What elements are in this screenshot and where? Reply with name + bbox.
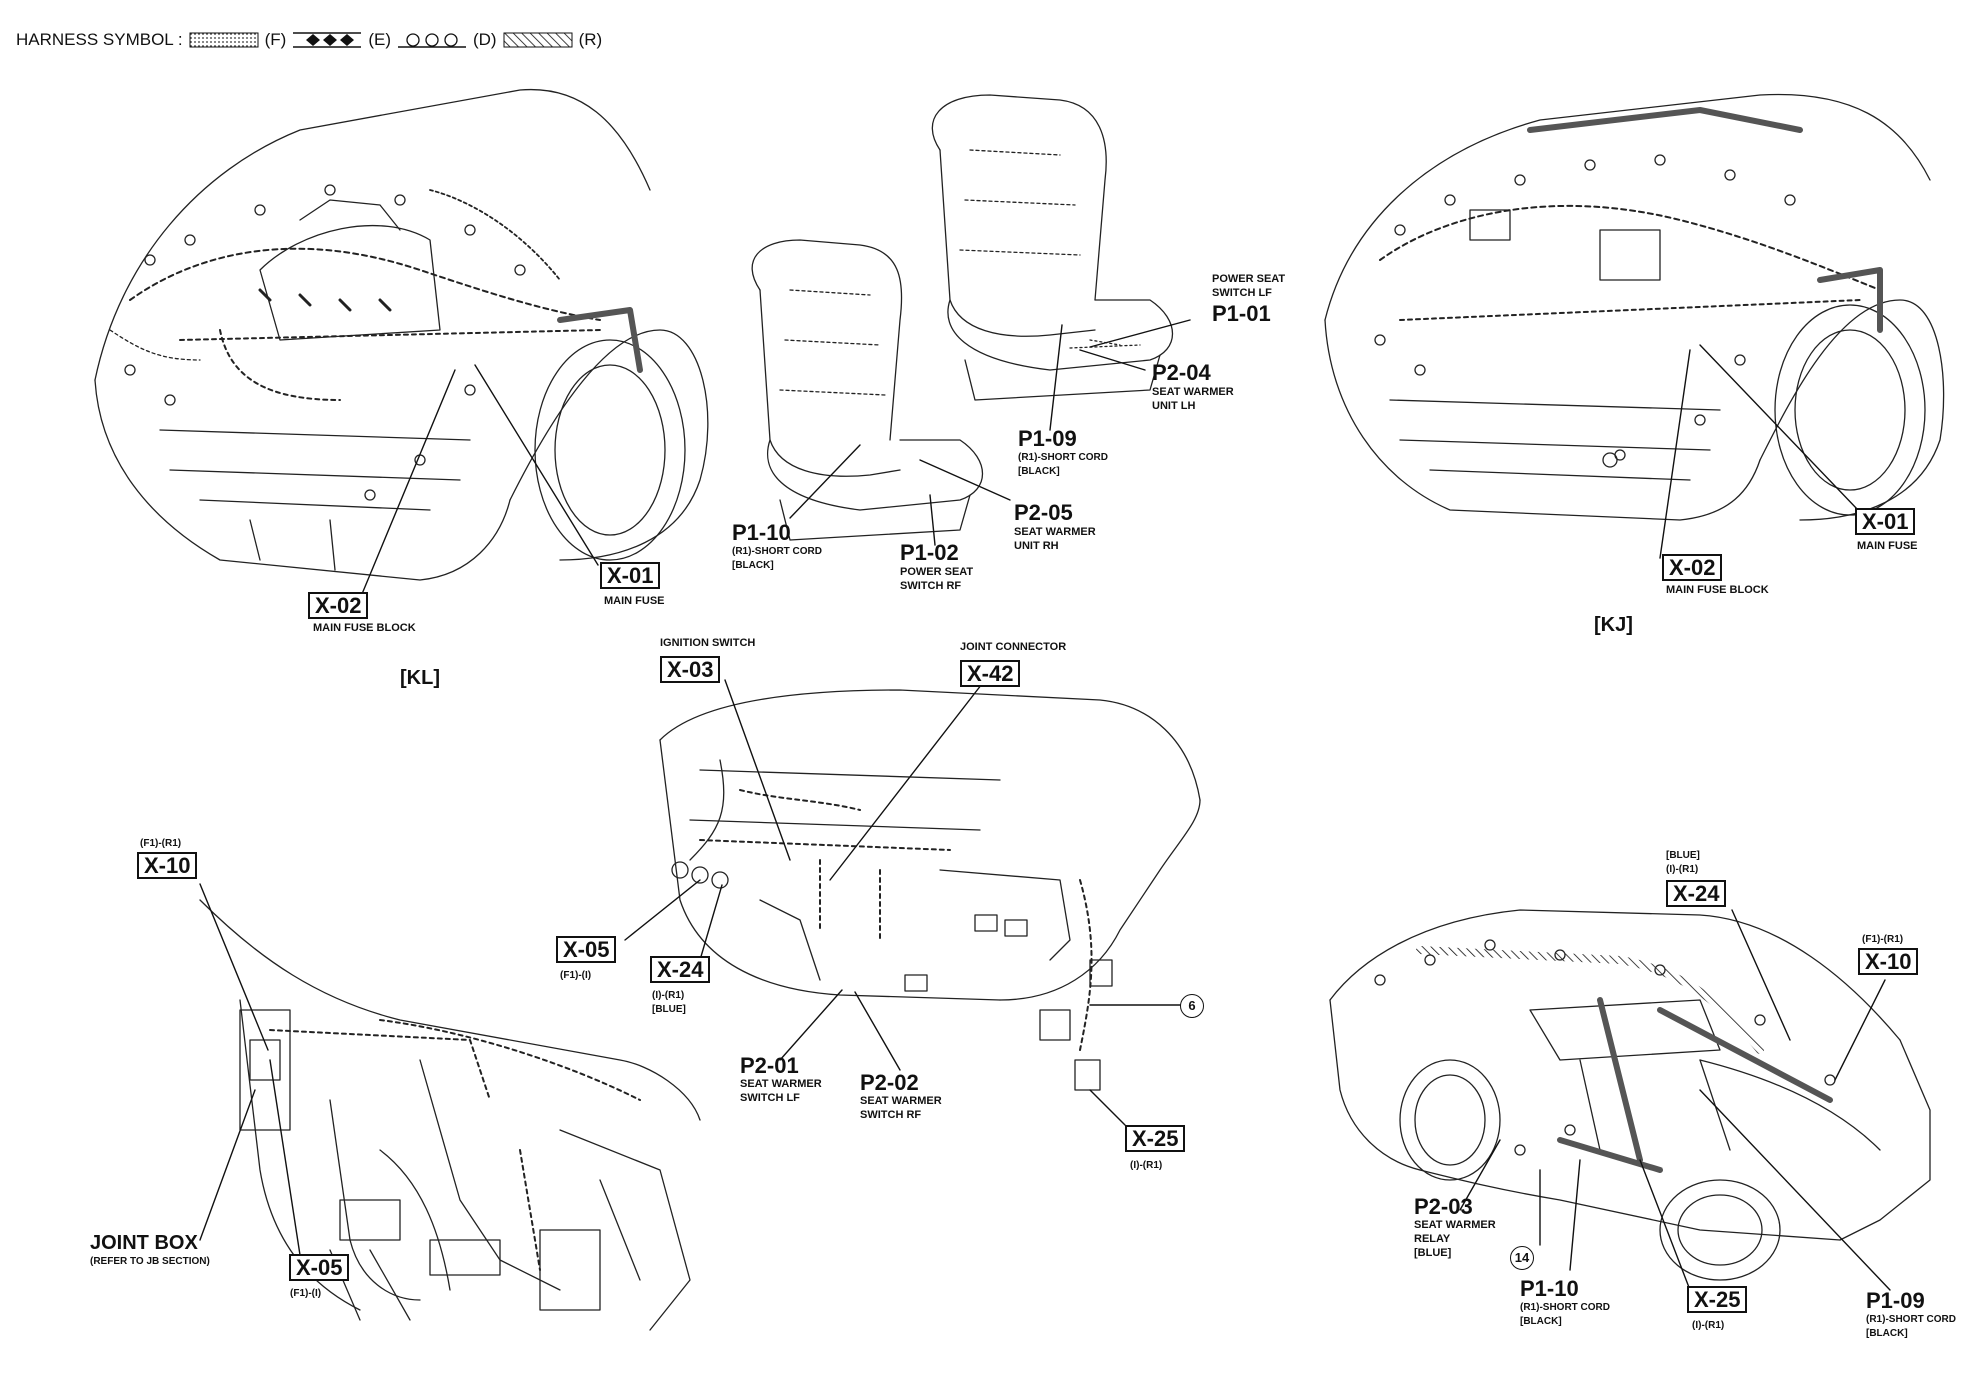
seat-p1-02-desc-1: POWER SEAT [900,566,974,578]
legend-code-d: (D) [472,30,497,49]
legend-code-f: (F) [264,30,287,49]
body-x25-sub: (I)-(R1) [1692,1320,1725,1331]
kj-x02-code: X-02 [1662,554,1723,581]
body-p1-10-code: P1-10 [1520,1276,1579,1301]
dashboard-drawing [659,689,1201,1091]
seat-p2-05-code: P2-05 [1014,500,1073,525]
body-x24-code: X-24 [1666,880,1727,907]
seat-p1-09-desc-1: (R1)-SHORT CORD [1018,452,1108,463]
seat-p1-01-code: P1-01 [1212,301,1271,326]
dotted-harness-icon [189,32,259,48]
body-p1-09-desc-1: (R1)-SHORT CORD [1866,1314,1956,1325]
body-p2-03-desc-1: SEAT WARMER [1414,1219,1496,1231]
seats-drawing [751,94,1174,541]
leader-lines [199,319,1891,1291]
circle-harness-icon [397,33,466,48]
dash-x25-code: X-25 [1125,1125,1186,1152]
legend-code-r: (R) [578,30,603,49]
kl-x02-desc: MAIN FUSE BLOCK [313,622,416,634]
body-p2-03-desc-3: [BLUE] [1414,1247,1452,1259]
hatched-harness-icon [503,32,573,48]
dash-x24-sub-1: (I)-(R1) [652,990,685,1001]
dash-x05-sub: (F1)-(I) [560,970,592,981]
legend-code-e: (E) [368,30,391,49]
body-p1-09-code: P1-09 [1866,1288,1925,1313]
joint-box-title: JOINT BOX [90,1232,198,1254]
body-x24-sub-2: (I)-(R1) [1666,864,1699,875]
body-p1-10-desc-1: (R1)-SHORT CORD [1520,1302,1610,1313]
dash-x03-desc: IGNITION SWITCH [660,637,756,649]
body-x10-sub: (F1)-(R1) [1862,934,1904,945]
dash-p2-02-code: P2-02 [860,1070,919,1095]
diamond-harness-icon [293,32,362,48]
seat-p1-09-desc-2: [BLACK] [1018,466,1060,477]
dash-x25-sub: (I)-(R1) [1130,1160,1163,1171]
body-ref-14: 14 [1510,1246,1534,1270]
body-x10-code: X-10 [1858,948,1919,975]
dash-p2-01-desc-2: SWITCH LF [740,1092,800,1104]
seat-p2-04-code: P2-04 [1152,360,1211,385]
interior-x10-sub: (F1)-(R1) [140,838,182,849]
dash-ref-6: 6 [1180,994,1204,1018]
seat-p2-04-desc-1: SEAT WARMER [1152,386,1234,398]
kl-engine-bay-drawing [94,88,709,581]
kj-x01-code: X-01 [1855,508,1916,535]
dash-x42-code: X-42 [960,660,1021,687]
dash-p2-02-desc-2: SWITCH RF [860,1109,922,1121]
seat-p1-10-desc-2: [BLACK] [732,560,774,571]
kl-x01-desc: MAIN FUSE [604,595,665,607]
body-p1-09-desc-2: [BLACK] [1866,1328,1908,1339]
kj-x01-desc: MAIN FUSE [1857,540,1918,552]
dash-x24-sub-2: [BLUE] [652,1004,686,1015]
seat-p2-04-desc-2: UNIT LH [1152,400,1196,412]
seat-p1-02-code: P1-02 [900,540,959,565]
legend-title: HARNESS SYMBOL : [16,30,183,49]
seat-p2-05-desc-2: UNIT RH [1014,540,1059,552]
dash-x24-code: X-24 [650,956,711,983]
view-kl-label: [KL] [400,667,440,689]
kj-x02-desc: MAIN FUSE BLOCK [1666,584,1769,596]
seat-p1-01-desc-1: POWER SEAT [1212,273,1286,285]
dash-p2-01-code: P2-01 [740,1053,799,1078]
seat-p1-09-code: P1-09 [1018,426,1077,451]
seat-p1-02-desc-2: SWITCH RF [900,580,962,592]
body-p1-10-desc-2: [BLACK] [1520,1316,1562,1327]
dash-p2-02-desc-1: SEAT WARMER [860,1095,942,1107]
interior-x10-code: X-10 [137,852,198,879]
seat-p1-10-desc-1: (R1)-SHORT CORD [732,546,822,557]
body-p2-03-desc-2: RELAY [1414,1233,1451,1245]
harness-symbol-legend: HARNESS SYMBOL : (F) (E) (D) (R) [16,30,602,50]
car-body-drawing [1329,909,1931,1281]
dash-p2-01-desc-1: SEAT WARMER [740,1078,822,1090]
kl-x01-code: X-01 [600,562,661,589]
dash-x05-code: X-05 [556,936,617,963]
joint-box-note: (REFER TO JB SECTION) [90,1256,210,1267]
interior-drawing [199,899,701,1331]
interior-x05-code: X-05 [289,1254,350,1281]
seat-p2-05-desc-1: SEAT WARMER [1014,526,1096,538]
view-kj-label: [KJ] [1594,614,1633,636]
dash-x03-code: X-03 [660,656,721,683]
seat-p1-01-desc-2: SWITCH LF [1212,287,1272,299]
kl-x02-code: X-02 [308,592,369,619]
interior-x05-sub: (F1)-(I) [290,1288,322,1299]
kj-engine-bay-drawing [1324,93,1945,521]
body-x25-code: X-25 [1687,1286,1748,1313]
dash-x42-desc: JOINT CONNECTOR [960,641,1067,653]
body-x24-sub-1: [BLUE] [1666,850,1700,861]
body-p2-03-code: P2-03 [1414,1194,1473,1219]
seat-p1-10-code: P1-10 [732,520,791,545]
